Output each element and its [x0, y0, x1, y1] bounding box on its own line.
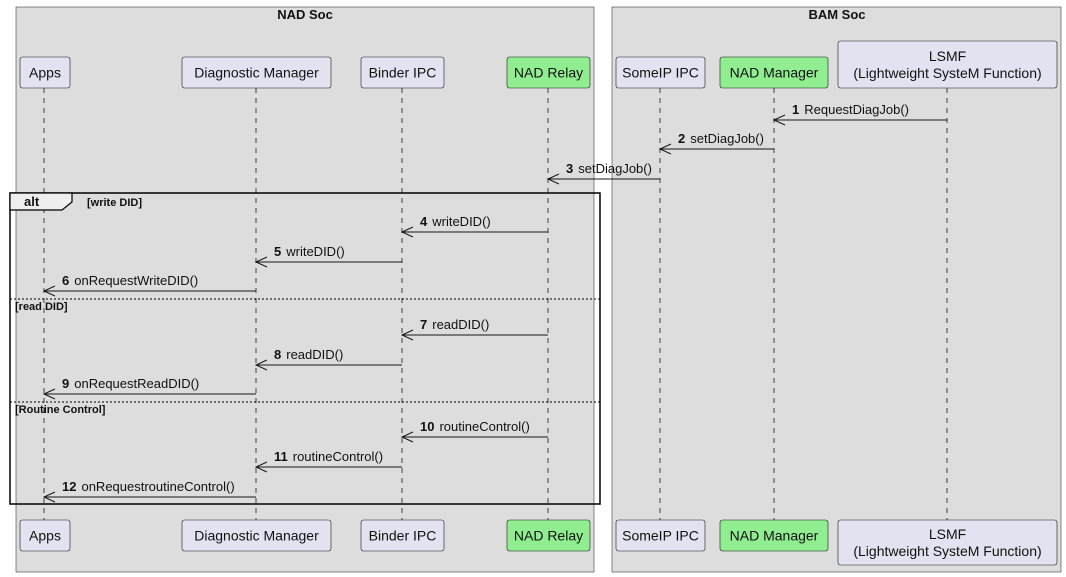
participant-nadmgr-top: NAD Manager — [719, 56, 829, 89]
participant-label: Apps — [29, 65, 61, 81]
message-arrowhead — [400, 431, 414, 443]
participant-label: Diagnostic Manager — [194, 528, 319, 544]
lifelines — [43, 88, 948, 520]
participant-someip-top: SomeIP IPC — [615, 56, 706, 89]
message-arrowhead — [254, 256, 268, 268]
alt-guard-write: [write DID] — [87, 197, 142, 209]
box-nad-soc-title: NAD Soc — [277, 7, 333, 22]
participant-label: (Lightweight SysteM Function) — [853, 65, 1041, 81]
participant-label: (Lightweight SysteM Function) — [853, 543, 1041, 559]
message-arrowhead — [42, 388, 56, 400]
box-nad-soc: NAD Soc — [15, 6, 595, 573]
alt-guard-read: [read DID] — [15, 301, 68, 313]
message-arrowhead — [658, 143, 672, 155]
participant-binder-bottom: Binder IPC — [360, 519, 445, 552]
participant-relay-top: NAD Relay — [506, 56, 591, 89]
participant-label: Binder IPC — [369, 528, 437, 544]
participant-label: NAD Manager — [730, 65, 819, 81]
participant-label: NAD Relay — [514, 65, 583, 81]
participant-binder-top: Binder IPC — [360, 56, 445, 89]
message-arrowhead — [42, 491, 56, 503]
participant-lsmf-top: LSMF(Lightweight SysteM Function) — [837, 40, 1058, 89]
participant-diag-bottom: Diagnostic Manager — [181, 519, 332, 552]
participant-label: Diagnostic Manager — [194, 65, 319, 81]
message-arrowhead — [254, 359, 268, 371]
participant-label: LSMF — [929, 526, 966, 542]
alt-fragment: alt [write DID] [read DID] [Routine Cont… — [9, 192, 601, 505]
participant-label: NAD Relay — [514, 528, 583, 544]
participant-lsmf-bottom: LSMF(Lightweight SysteM Function) — [837, 519, 1058, 566]
participant-label: NAD Manager — [730, 528, 819, 544]
participant-apps-bottom: Apps — [19, 519, 71, 552]
box-bam-soc-title: BAM Soc — [808, 7, 865, 22]
alt-guard-routine: [Routine Control] — [15, 404, 106, 416]
participant-apps-top: Apps — [19, 56, 71, 89]
participant-label: SomeIP IPC — [622, 65, 699, 81]
participant-label: SomeIP IPC — [622, 528, 699, 544]
message-arrowhead — [400, 329, 414, 341]
participant-relay-bottom: NAD Relay — [506, 519, 591, 552]
message-arrowhead — [546, 173, 560, 185]
participant-nadmgr-bottom: NAD Manager — [719, 519, 829, 552]
participant-label: LSMF — [929, 48, 966, 64]
participant-label: Apps — [29, 528, 61, 544]
box-bam-soc: BAM Soc — [611, 6, 1062, 573]
message-arrowhead — [254, 461, 268, 473]
participant-diag-top: Diagnostic Manager — [181, 56, 332, 89]
message-arrowhead — [772, 114, 786, 126]
participant-someip-bottom: SomeIP IPC — [615, 519, 706, 552]
alt-keyword: alt — [24, 194, 40, 209]
message-arrowhead — [400, 226, 414, 238]
participant-label: Binder IPC — [369, 65, 437, 81]
message-arrowhead — [42, 285, 56, 297]
